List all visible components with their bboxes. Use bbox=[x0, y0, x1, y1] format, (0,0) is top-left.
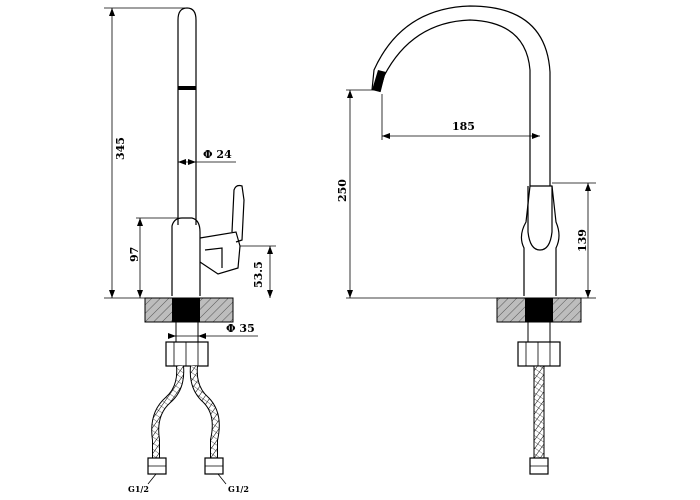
handle-block bbox=[199, 231, 241, 275]
dim-97: 97 bbox=[128, 217, 178, 298]
svg-text:53.5: 53.5 bbox=[252, 261, 265, 288]
dim-345: 345 bbox=[104, 7, 186, 299]
connector-label-left: G1/2 bbox=[128, 484, 149, 494]
svg-text:139: 139 bbox=[576, 229, 589, 252]
svg-text:97: 97 bbox=[128, 247, 141, 262]
dim-53-5: 53.5 bbox=[240, 245, 276, 298]
svg-text:345: 345 bbox=[114, 137, 127, 160]
nut-left bbox=[165, 341, 209, 367]
faucet-body-front bbox=[520, 185, 560, 296]
hose-right bbox=[533, 365, 545, 459]
svg-text:250: 250 bbox=[336, 179, 349, 202]
spout-ring bbox=[178, 86, 196, 90]
side-view: G1/2 G1/2 345 97 53.5 bbox=[104, 7, 276, 494]
dim-185: 185 bbox=[381, 94, 540, 140]
gooseneck-spout bbox=[379, 19, 531, 186]
dim-phi-24: Φ 24 bbox=[178, 148, 236, 165]
front-view: 185 250 139 bbox=[336, 5, 596, 475]
connector-label-right: G1/2 bbox=[228, 484, 249, 494]
faucet-body-side bbox=[171, 217, 201, 296]
shank-right bbox=[527, 321, 551, 343]
spout-end bbox=[372, 70, 386, 92]
dim-250: 250 bbox=[336, 89, 497, 299]
svg-text:185: 185 bbox=[452, 120, 475, 133]
dim-139: 139 bbox=[552, 182, 596, 299]
dim-phi-35: Φ 35 bbox=[168, 322, 258, 339]
svg-text:Φ 35: Φ 35 bbox=[226, 322, 255, 335]
nut-right bbox=[517, 341, 561, 367]
spout-tube-side bbox=[177, 7, 197, 225]
lever-handle bbox=[231, 184, 245, 243]
svg-text:Φ 24: Φ 24 bbox=[203, 148, 232, 161]
shank-left bbox=[175, 321, 199, 343]
